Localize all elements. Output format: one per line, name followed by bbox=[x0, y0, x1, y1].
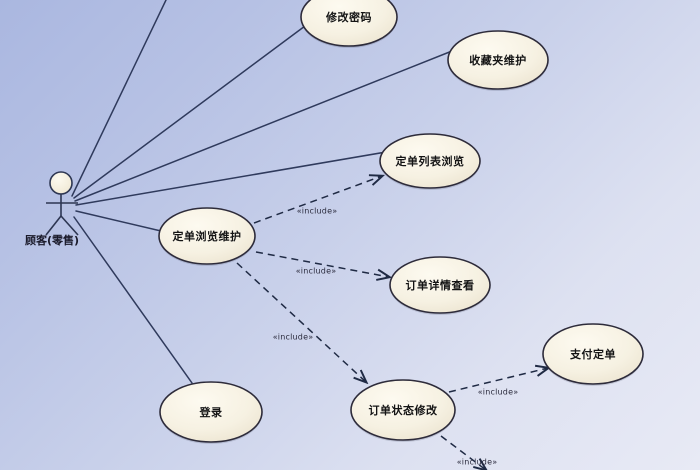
association-line bbox=[73, 25, 306, 199]
association-line bbox=[75, 151, 387, 206]
use-case-ellipse[interactable] bbox=[379, 133, 481, 189]
actor-head-icon[interactable] bbox=[49, 171, 73, 195]
use-case-ellipse[interactable] bbox=[300, 0, 398, 47]
association-lines-group bbox=[71, 0, 453, 384]
association-line bbox=[71, 0, 167, 197]
include-dependency-line bbox=[448, 368, 548, 393]
use-case-ellipse[interactable] bbox=[158, 207, 256, 265]
association-line bbox=[75, 210, 162, 232]
actor-right-leg bbox=[60, 215, 79, 236]
include-dependency-line bbox=[236, 262, 366, 382]
association-line bbox=[74, 50, 453, 202]
include-dependency-line bbox=[255, 251, 389, 277]
use-case-ellipse[interactable] bbox=[159, 381, 263, 443]
use-case-ellipse[interactable] bbox=[447, 30, 549, 90]
use-case-ellipse[interactable] bbox=[350, 379, 456, 441]
include-lines-group bbox=[236, 176, 548, 470]
use-case-ellipse[interactable] bbox=[389, 256, 491, 314]
actor-figures-group bbox=[45, 171, 79, 236]
use-case-ellipse[interactable] bbox=[542, 323, 644, 385]
use-case-ellipses-group bbox=[158, 0, 644, 444]
association-line bbox=[73, 216, 193, 384]
include-dependency-line bbox=[253, 176, 382, 224]
include-dependency-line bbox=[440, 435, 486, 470]
actor-left-leg bbox=[45, 215, 62, 236]
